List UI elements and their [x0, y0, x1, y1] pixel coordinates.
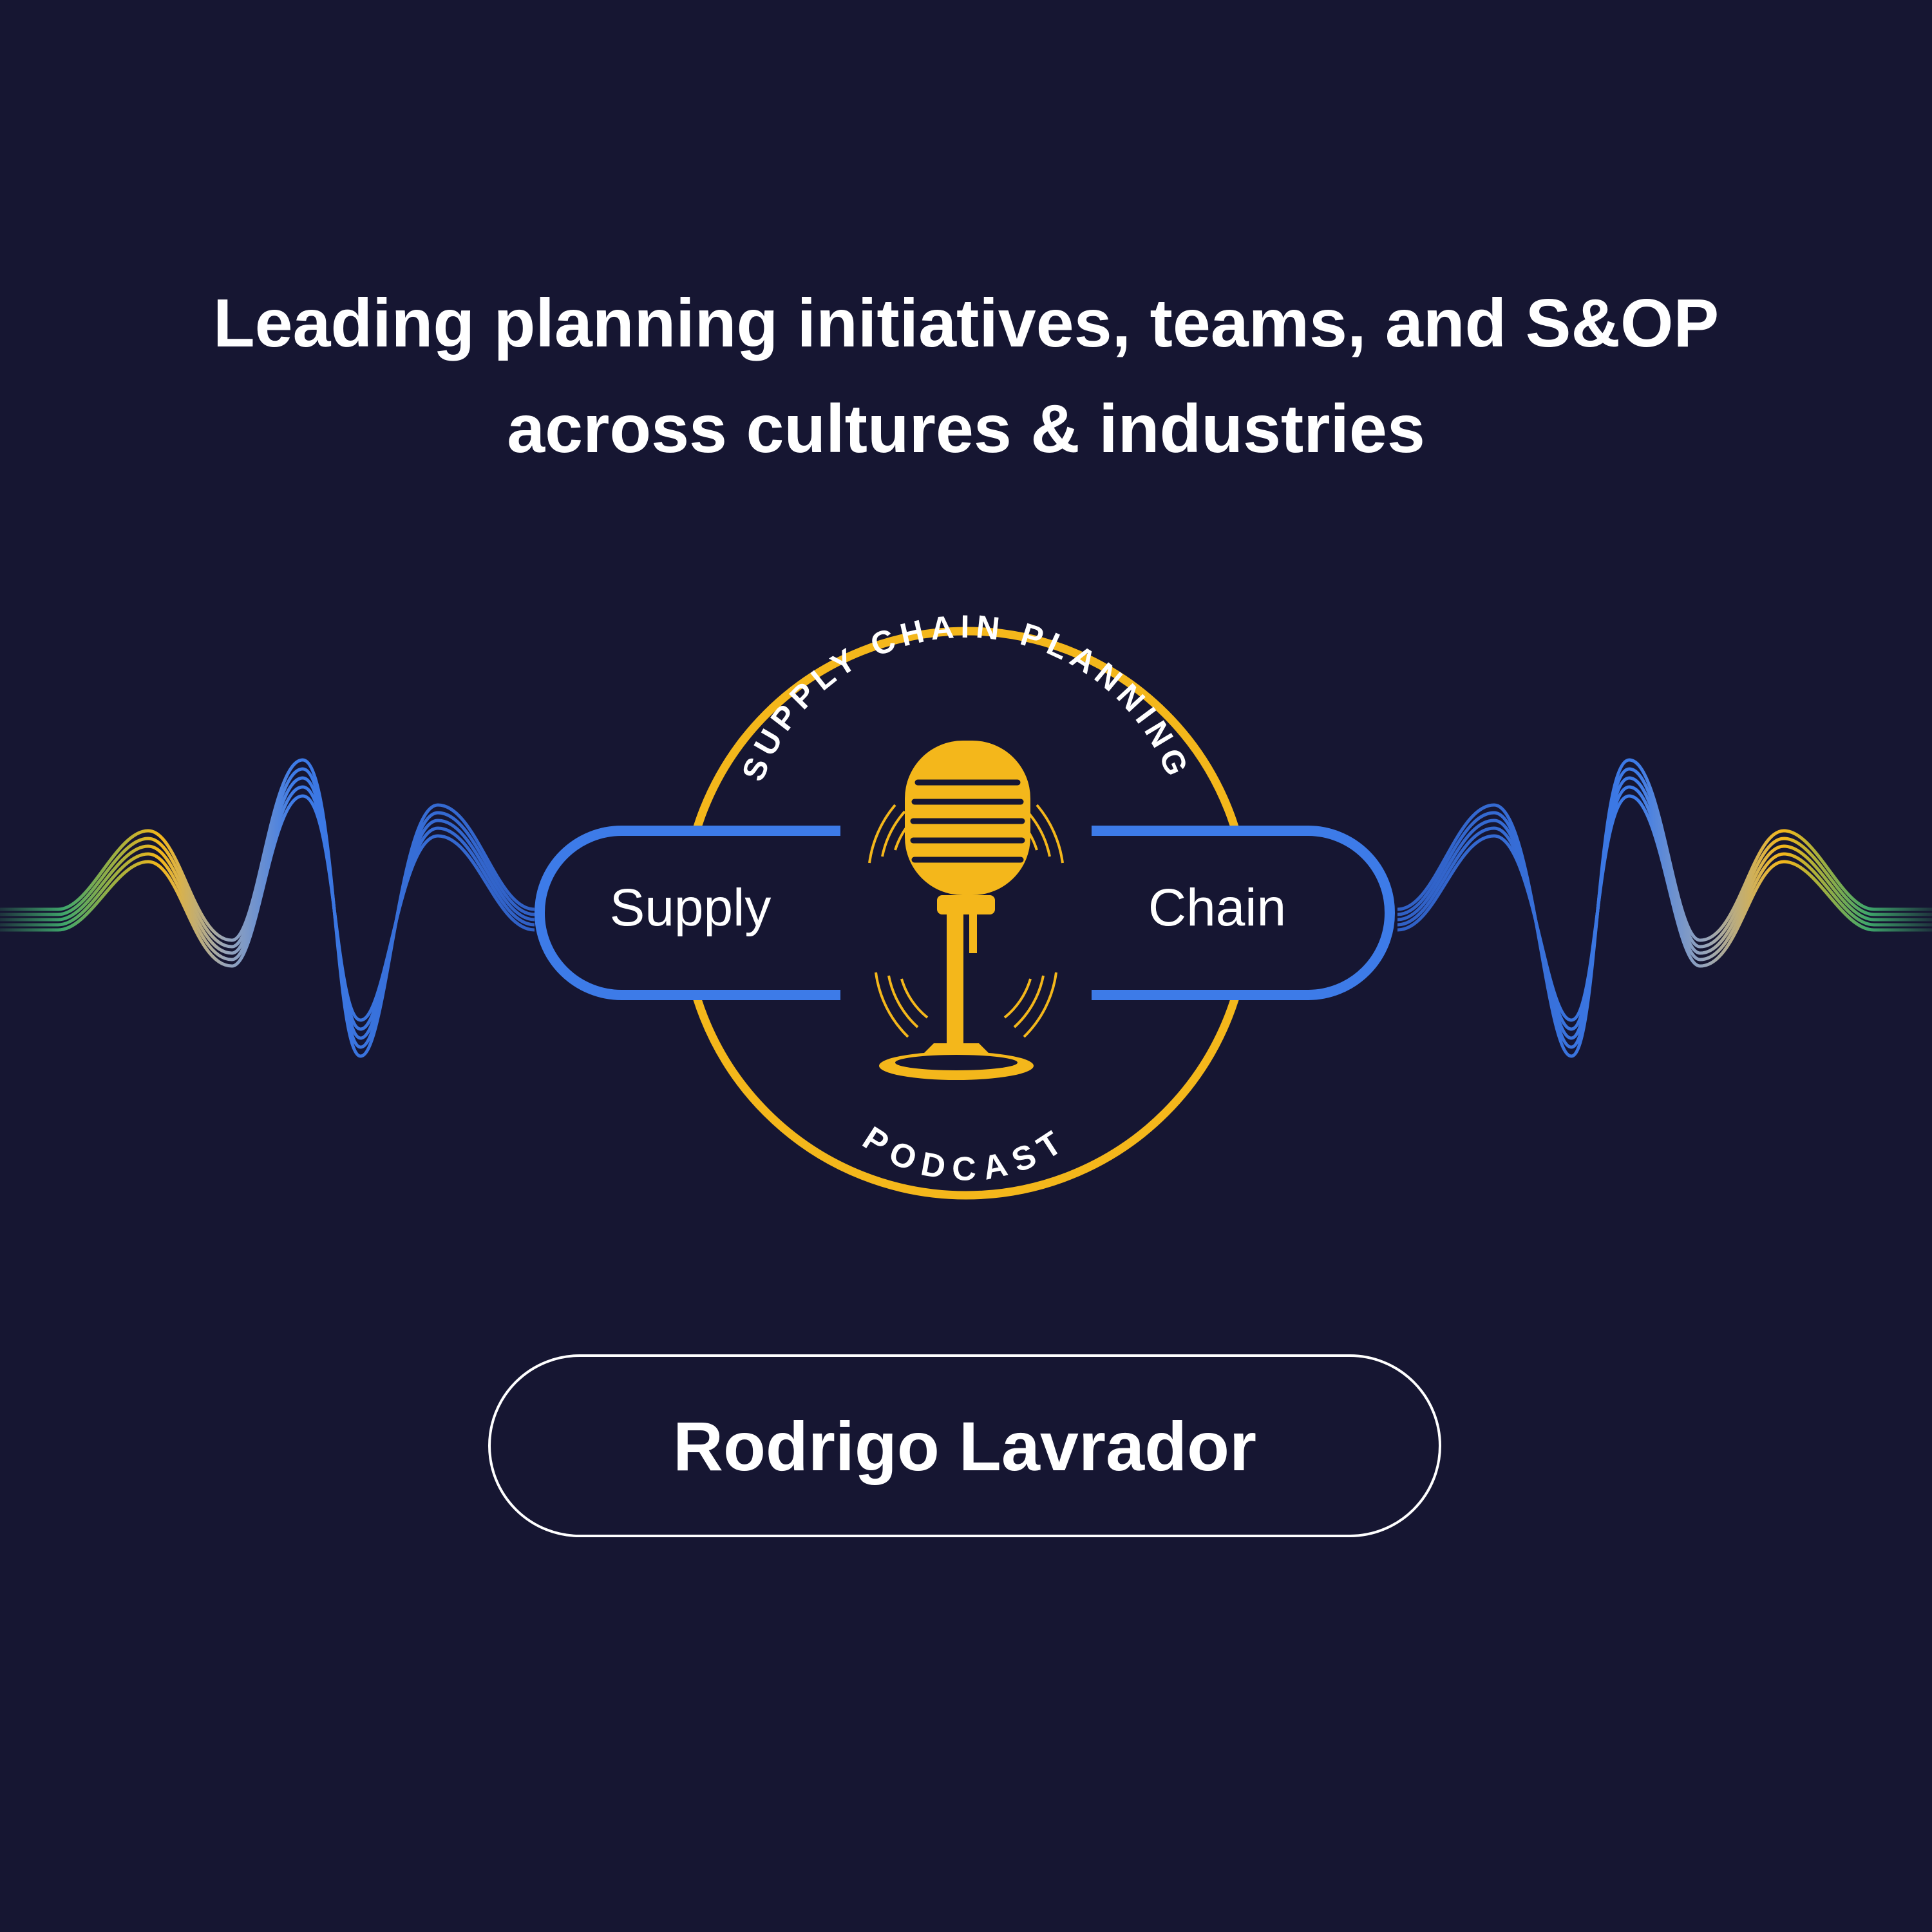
- sound-wave-left-icon: [0, 758, 535, 1058]
- logo-pill-left-text: Supply: [610, 878, 772, 937]
- headline: Leading planning initiatives, teams, and…: [0, 270, 1932, 482]
- sound-wave-right-icon: [1397, 758, 1932, 1058]
- guest-name: Rodrigo Lavrador: [672, 1406, 1257, 1485]
- headline-line-2: across cultures & industries: [507, 391, 1425, 467]
- headline-line-1: Leading planning initiatives, teams, and…: [213, 285, 1719, 361]
- guest-name-badge: Rodrigo Lavrador: [488, 1354, 1441, 1537]
- logo-pill-right-text: Chain: [1148, 878, 1286, 937]
- microphone-icon: [868, 741, 1064, 1080]
